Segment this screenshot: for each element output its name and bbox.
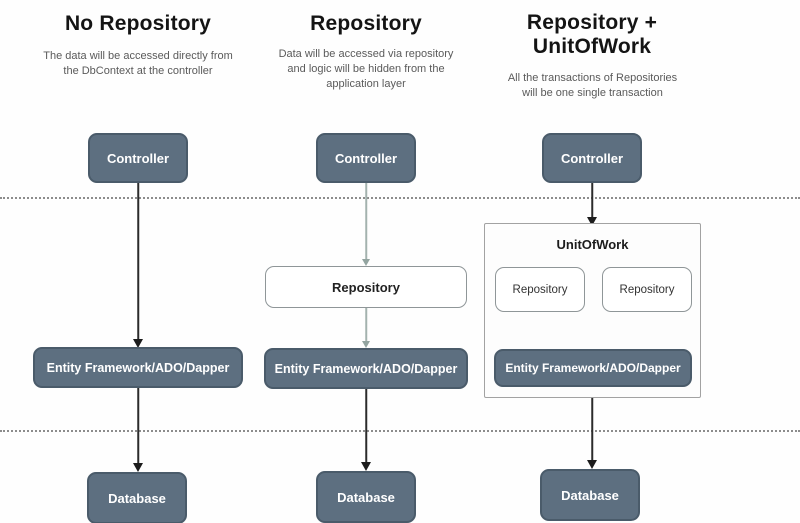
column1-description: The data will be accessed directly from … [43, 50, 233, 77]
column2-arrow-repository-to-ef [361, 308, 371, 348]
unitofwork-label: UnitOfWork [556, 237, 629, 252]
column1-database-node: Database [87, 472, 187, 523]
column2-description: Data will be accessed via repository and… [278, 48, 454, 90]
column1-controller-node: Controller [88, 133, 188, 183]
column2-arrow-ef-to-database [361, 389, 371, 471]
column2-title: Repository [310, 12, 422, 35]
column2-repository-node: Repository [265, 266, 467, 308]
column3-controller-node: Controller [542, 133, 642, 183]
unitofwork-container: UnitOfWork Repository Repository Entity … [484, 223, 701, 398]
column1-arrow-controller-to-ef [133, 183, 143, 348]
column3-repository1-node: Repository [495, 267, 585, 312]
column1-entity-framework-node: Entity Framework/ADO/Dapper [33, 347, 243, 388]
column3-entity-framework-node: Entity Framework/ADO/Dapper [494, 349, 692, 387]
column1-title: No Repository [64, 12, 212, 35]
column3-arrow-controller-to-unitofwork [587, 183, 597, 226]
column2-database-node: Database [316, 471, 416, 523]
column3-title: Repository + UnitOfWork [526, 11, 658, 59]
column3-arrow-unitofwork-to-database [587, 398, 597, 469]
column2-arrow-controller-to-repository [361, 183, 371, 266]
column2-entity-framework-node: Entity Framework/ADO/Dapper [264, 348, 468, 389]
column2-controller-node: Controller [316, 133, 416, 183]
column3-database-node: Database [540, 469, 640, 521]
layer-separator-line-top [0, 197, 800, 199]
column3-repository2-node: Repository [602, 267, 692, 312]
layer-separator-line-bottom [0, 430, 800, 432]
column3-description: All the transactions of Repositories wil… [507, 72, 678, 99]
column1-arrow-ef-to-database [133, 388, 143, 472]
